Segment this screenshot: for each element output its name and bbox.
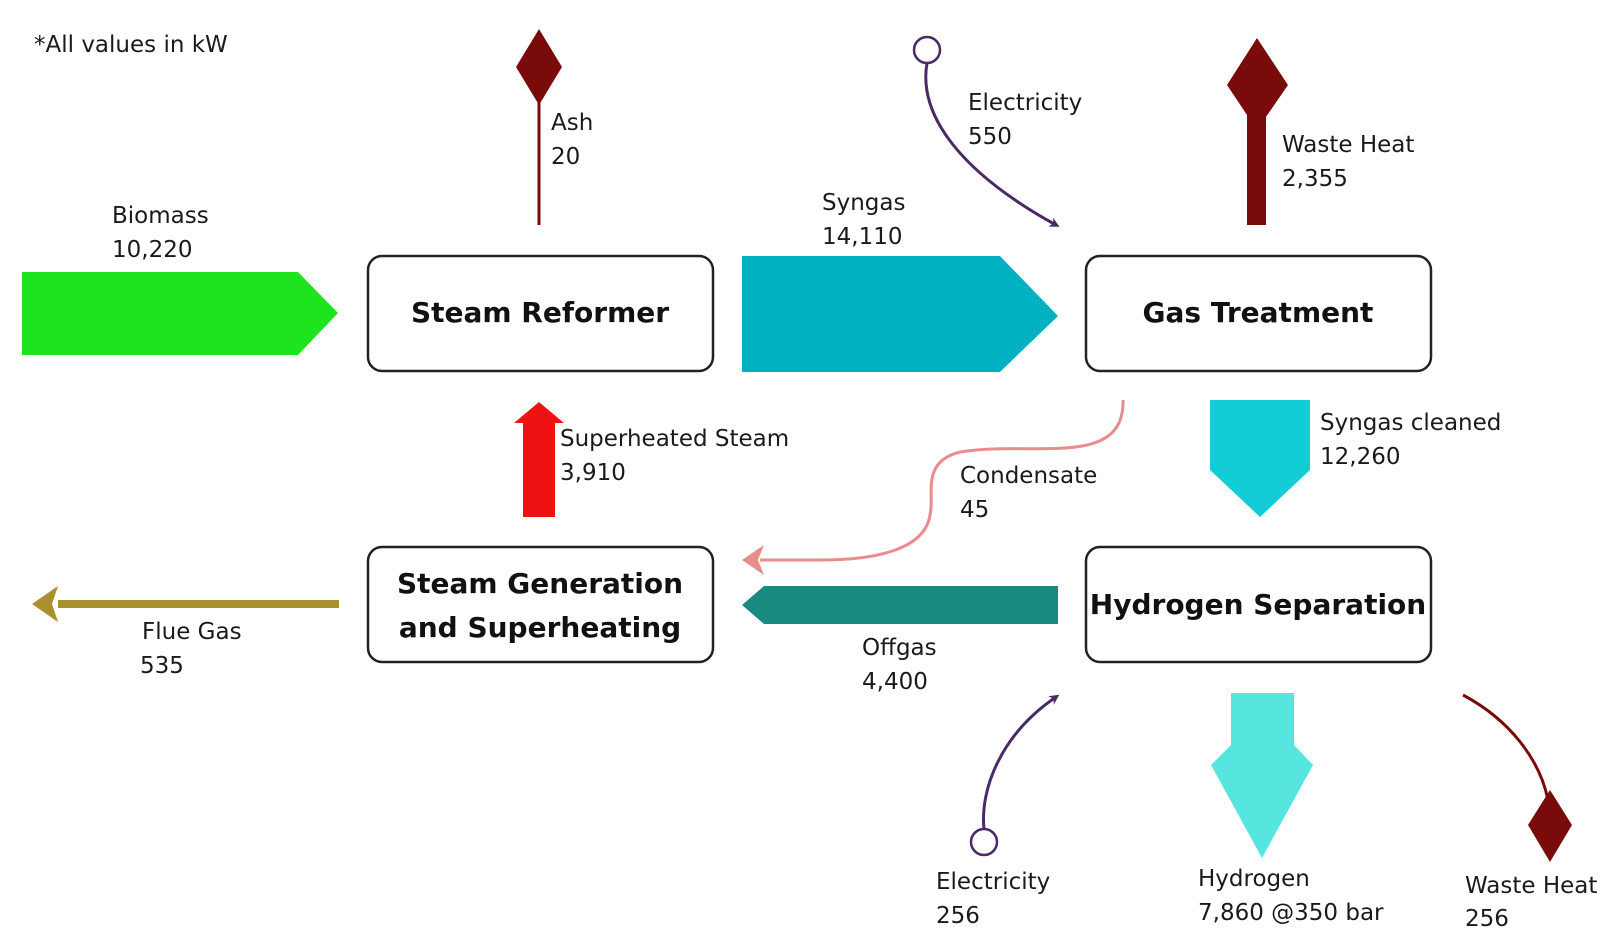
syngas-arrow [742,256,1058,372]
hydrogen-separation-title: Hydrogen Separation [1090,588,1426,621]
biomass-arrow [22,272,338,355]
syngas-label: Syngas [822,190,905,216]
electricity-bottom-flow [982,694,1060,830]
electricity-bottom-source-icon [969,827,999,857]
steam-generation-box: Steam Generation and Superheating [366,545,715,664]
ash-label: Ash [551,110,593,136]
condensate-value: 45 [960,497,989,523]
electricity-top-label: Electricity [968,90,1082,116]
electricity-top-source-icon [912,35,942,65]
flue-gas-shaft [58,600,339,608]
hydrogen-arrow [1211,693,1313,858]
syngas-value: 14,110 [822,224,902,250]
waste-heat-top-stem [1247,95,1266,225]
hydrogen-value: 7,860 @350 bar [1198,900,1384,926]
waste-heat-bottom-flow [1462,693,1550,801]
waste-heat-bottom-value: 256 [1465,906,1509,932]
flue-gas-label: Flue Gas [142,619,242,645]
condensate-flow [760,399,1125,562]
units-note: *All values in kW [34,32,228,58]
gas-treatment-box: Gas Treatment [1084,254,1433,373]
syngas-cleaned-value: 12,260 [1320,444,1400,470]
electricity-bottom-label: Electricity [936,869,1050,895]
flue-gas-value: 535 [140,653,184,679]
waste-heat-top-value: 2,355 [1282,166,1348,192]
hydrogen-label: Hydrogen [1198,866,1310,892]
waste-heat-bottom-diamond [1528,790,1572,862]
biomass-label: Biomass [112,203,209,229]
steam-reformer-box: Steam Reformer [366,254,715,373]
syngas-cleaned-label: Syngas cleaned [1320,410,1501,436]
offgas-value: 4,400 [862,669,928,695]
flue-gas-arrowhead [32,586,58,622]
gas-treatment-title: Gas Treatment [1143,296,1374,329]
waste-heat-top-label: Waste Heat [1282,132,1414,158]
biomass-value: 10,220 [112,237,192,263]
condensate-arrowhead [742,545,764,575]
syngas-cleaned-arrow [1210,400,1310,517]
waste-heat-top-diamond [1227,38,1288,130]
steam-generation-title-line1: Steam Generation [397,567,683,600]
ash-value: 20 [551,144,580,170]
electricity-top-flow [924,62,1060,227]
steam-generation-title-line2: and Superheating [399,611,681,644]
superheated-steam-label: Superheated Steam [560,426,789,452]
electricity-bottom-value: 256 [936,903,980,929]
condensate-label: Condensate [960,463,1097,489]
steam-reformer-title: Steam Reformer [411,296,669,329]
waste-heat-bottom-label: Waste Heat [1465,873,1597,899]
offgas-label: Offgas [862,635,937,661]
ash-diamond [516,29,562,105]
hydrogen-separation-box: Hydrogen Separation [1084,545,1433,664]
offgas-arrow [742,586,1058,624]
electricity-top-value: 550 [968,124,1012,150]
superheated-steam-value: 3,910 [560,460,626,486]
superheated-steam-arrow [514,402,564,517]
